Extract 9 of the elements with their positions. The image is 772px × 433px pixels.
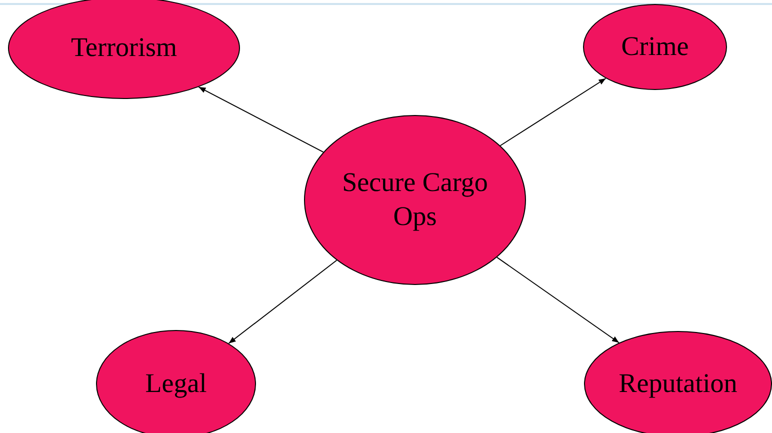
arrow bbox=[496, 256, 620, 344]
node-label: Legal bbox=[144, 367, 208, 400]
node-label: Secure Cargo Ops bbox=[341, 166, 489, 233]
arrow bbox=[500, 78, 606, 146]
node-label: Crime bbox=[620, 30, 690, 64]
node-label: Terrorism bbox=[70, 31, 178, 64]
arrow bbox=[228, 260, 338, 344]
node-label: Reputation bbox=[618, 367, 738, 400]
arrow bbox=[198, 86, 324, 153]
